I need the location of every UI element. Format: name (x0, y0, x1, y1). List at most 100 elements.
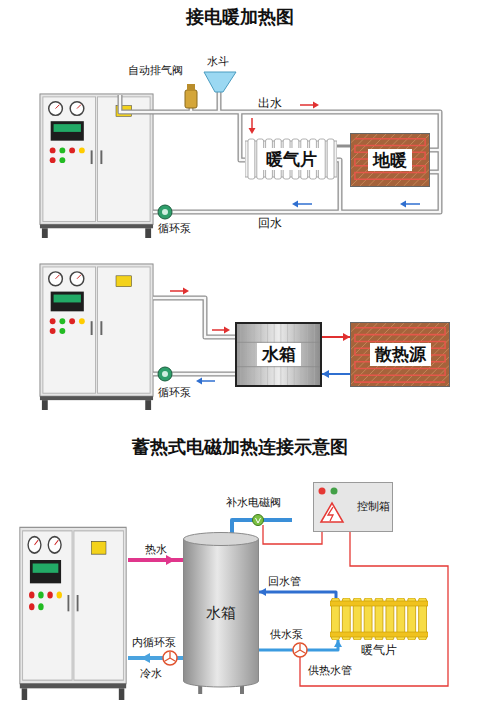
part-label: 出水 (258, 96, 282, 110)
arrowhead (259, 588, 266, 596)
flow-arrow (406, 203, 420, 205)
part-label: 冷水 (140, 667, 162, 680)
rect-shape (184, 539, 259, 681)
flow-arrow (300, 104, 313, 106)
storage-tank-node: 水箱 (183, 532, 259, 694)
pipe-connector (322, 370, 350, 378)
flow-arrow (292, 201, 298, 208)
flow-arrow (400, 201, 406, 208)
part-label: 循环泵 (158, 386, 191, 399)
electric-boiler (40, 94, 153, 238)
valve-mark (256, 518, 261, 523)
pump-hub (162, 209, 168, 215)
pipe-connector (259, 588, 336, 598)
flow-arrow (313, 102, 319, 109)
part-label: 热水 (145, 543, 167, 556)
pump-fan (165, 652, 175, 661)
circle-shape (319, 488, 326, 495)
text-holder: 暖气片 (245, 138, 337, 180)
flow-arrow (224, 327, 230, 334)
diagram-title: 接电暖加热图 (186, 6, 294, 28)
arrowhead (334, 640, 342, 647)
line-shape (307, 324, 308, 385)
polygon-shape (321, 503, 343, 522)
flow-arrow (170, 290, 183, 292)
rect-shape (351, 134, 429, 186)
node-label: 控制箱 (357, 500, 390, 513)
part-label: 回水管 (268, 575, 301, 588)
flow-arrow (196, 378, 202, 385)
rect-shape (330, 632, 428, 637)
part-label: 水斗 (207, 55, 229, 68)
radiator-node: 暖气片 (330, 598, 428, 640)
circle-shape (331, 488, 338, 495)
flow-arrow (166, 555, 175, 565)
pipe-line (259, 592, 336, 598)
flow-arrow (251, 118, 253, 128)
flow-arrow (298, 203, 312, 205)
pipe-connector (337, 146, 350, 147)
part-label: 内循环泵 (132, 636, 176, 649)
text-holder: 控制箱 (357, 482, 390, 532)
pipe (153, 298, 235, 337)
node-label: 水箱 (257, 343, 301, 365)
electric-boiler (20, 527, 126, 700)
text-holder: 散热源 (351, 323, 449, 386)
flow-arrow (183, 288, 189, 295)
part-label: 回水 (258, 216, 282, 230)
flow-arrow (212, 329, 224, 331)
flow-arrow (202, 380, 215, 382)
rect-shape (327, 139, 334, 179)
line-shape (183, 539, 184, 681)
part-label: 补水电磁阀 (226, 496, 281, 509)
air-vent-valve (185, 90, 197, 108)
electric-boiler (40, 264, 153, 410)
node-art (330, 598, 428, 640)
air-vent-cap (187, 84, 195, 91)
pump (158, 205, 172, 219)
pump-fan (295, 644, 305, 653)
node-label: 地暖 (368, 149, 412, 171)
text-holder: 地暖 (351, 134, 429, 186)
pump (163, 651, 177, 665)
line-shape (237, 366, 320, 367)
part-label: 循环泵 (158, 222, 191, 235)
line-shape (314, 324, 315, 385)
pump (293, 643, 307, 657)
floor-heating-node: 散热源 (350, 322, 450, 387)
water-tank-node: 水箱 (235, 322, 322, 387)
line-shape (254, 324, 255, 385)
text-holder: 水箱 (237, 324, 320, 385)
text-holder: 水箱 (183, 532, 259, 694)
line-shape (360, 134, 413, 186)
flow-arrow (141, 653, 150, 663)
path-shape (328, 507, 333, 521)
part-label: 供热水管 (308, 664, 352, 677)
rect-shape (314, 483, 393, 532)
part-label: 供水泵 (270, 628, 303, 641)
line-shape (258, 539, 259, 681)
arrowhead (343, 333, 350, 341)
rect-shape (248, 139, 255, 179)
radiator-node: 暖气片 (245, 138, 337, 180)
node-label: 暖气片 (361, 643, 397, 657)
node-label: 暖气片 (261, 148, 322, 170)
rect-shape (330, 601, 428, 606)
line-shape (412, 134, 429, 186)
rect-shape (237, 324, 320, 385)
rect-shape (351, 323, 449, 386)
solenoid-valve (253, 515, 264, 526)
node-label: 散热源 (370, 343, 431, 365)
control-wire (300, 532, 448, 686)
text-holder: 暖气片 (300, 640, 458, 657)
pipe-line (337, 145, 350, 148)
pipe-connector (322, 333, 350, 341)
line-shape (446, 323, 449, 386)
arrowhead (322, 370, 329, 378)
line-shape (240, 324, 241, 385)
pump (158, 367, 172, 381)
pump-hub (162, 371, 168, 377)
funnel (204, 72, 236, 92)
